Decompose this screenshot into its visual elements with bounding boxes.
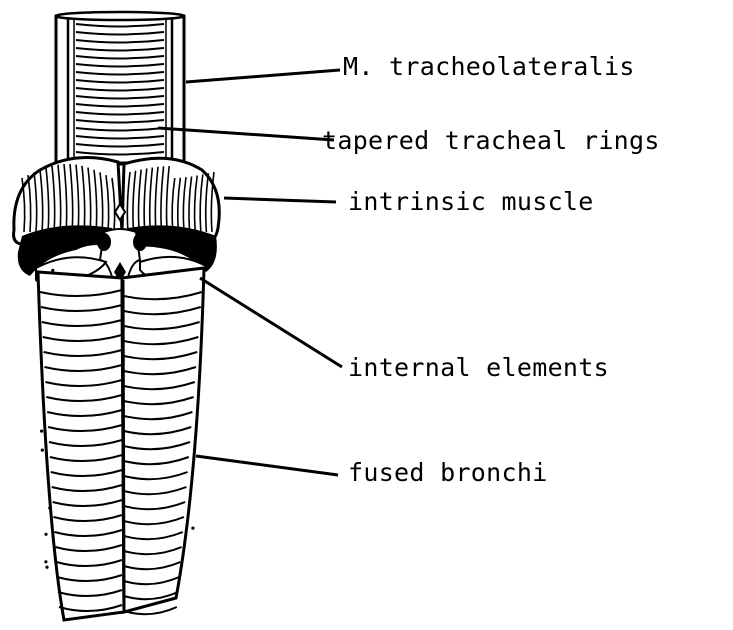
leader-intrinsic-muscle [224,198,336,202]
label-tracheolateralis: M. tracheolateralis [343,53,635,81]
label-internal-elements: internal elements [348,354,609,382]
trachea [56,12,184,164]
label-fused-bronchi: fused bronchi [348,459,548,487]
bronchi [38,268,204,620]
leader-fused-bronchi [196,456,338,475]
leader-internal-elements [200,278,342,367]
leader-tracheolateralis [186,70,340,82]
label-tapered-tracheal-rings: tapered tracheal rings [322,127,660,155]
label-intrinsic-muscle: intrinsic muscle [348,188,594,216]
